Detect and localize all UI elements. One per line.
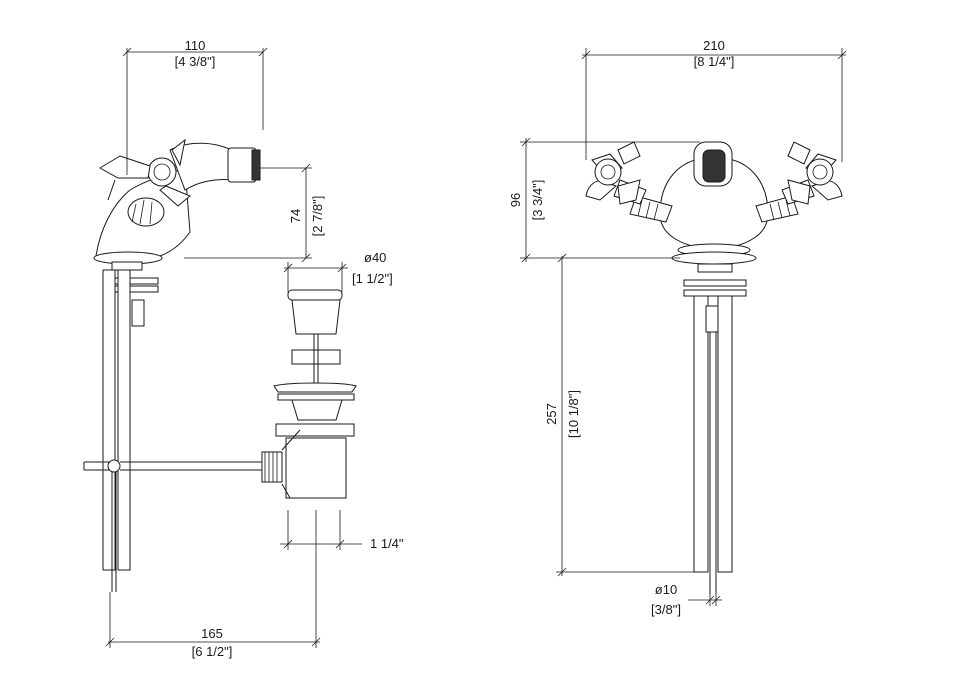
dim-pipe-diameter-inch: [3/8"] [651, 602, 681, 617]
dim-waste-diameter-inch: [1 1/2"] [352, 271, 393, 286]
dim-front-height: 96 [508, 193, 523, 207]
side-handle-hub [147, 157, 177, 187]
dim-side-height-inch: [2 7/8"] [310, 196, 325, 237]
side-view-dimensions: 110 [4 3/8"] 74 [2 7/8"] ø40 [1 1/2"] 1 … [105, 38, 404, 659]
dim-front-width-inch: [8 1/4"] [694, 54, 735, 69]
dim-front-length-inch: [10 1/8"] [566, 390, 581, 438]
dim-front-height-inch: [3 3/4"] [530, 180, 545, 221]
side-view-tap [83, 138, 262, 592]
dim-side-width: 110 [185, 38, 206, 53]
dim-front-width: 210 [703, 38, 725, 53]
dim-side-projection-inch: [6 1/2"] [192, 644, 233, 659]
front-spout-outlet [702, 149, 726, 183]
dim-side-width-inch: [4 3/8"] [175, 54, 216, 69]
dim-side-height: 74 [288, 209, 303, 223]
waste-assembly [261, 289, 357, 499]
dim-side-projection: 165 [201, 626, 223, 641]
dim-front-length: 257 [544, 403, 559, 425]
dim-waste-diameter: ø40 [364, 250, 386, 265]
front-view-tap [585, 141, 843, 594]
front-view-dimensions: 210 [8 1/4"] 96 [3 3/4"] 257 [10 1/8"] ø… [508, 38, 847, 617]
dim-waste-thread: 1 1/4" [370, 536, 404, 551]
dim-pipe-diameter: ø10 [655, 582, 677, 597]
